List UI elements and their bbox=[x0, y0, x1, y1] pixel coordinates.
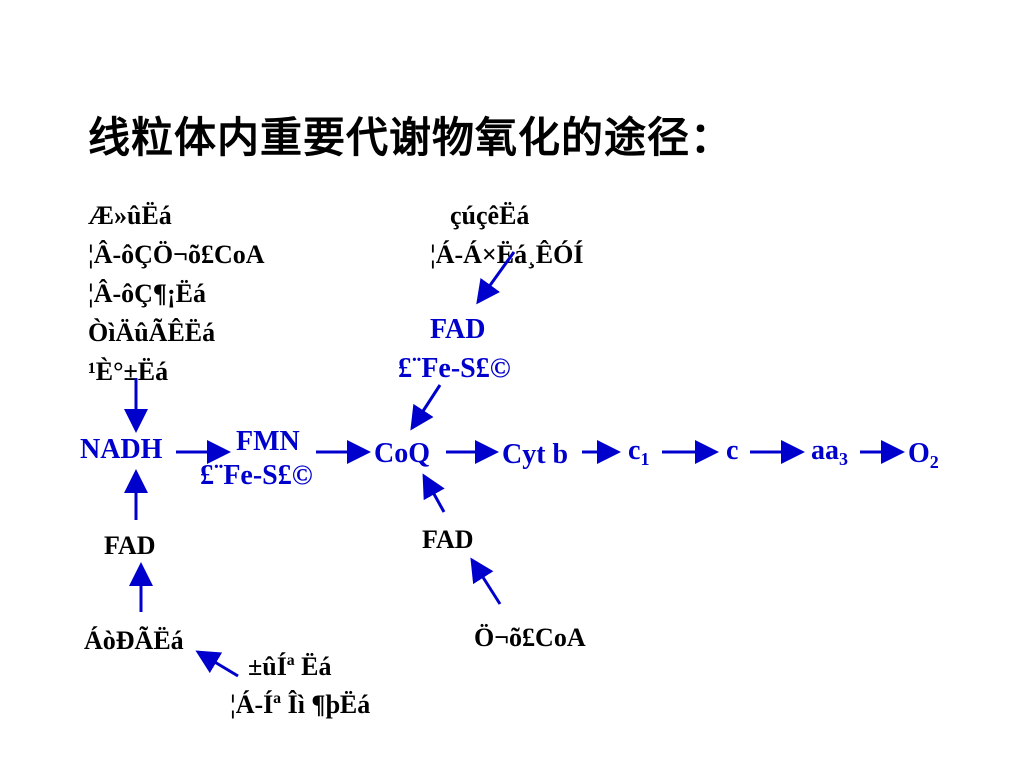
fad-bottom-right-label: FAD bbox=[422, 525, 474, 554]
left-substrate-4: ÒìÄûÃÊËá bbox=[88, 318, 216, 347]
arrow-bottom-center-to-substrate-left bbox=[195, 650, 239, 678]
chain-c1: c1 bbox=[628, 435, 650, 469]
chain-c1-main: c bbox=[628, 435, 641, 466]
substrate-bottom-left: ÁòÐÃËá bbox=[84, 626, 184, 655]
left-substrate-2: ¦Â-ôÇÖ¬õ£CoA bbox=[88, 240, 265, 269]
page-title: 线粒体内重要代谢物氧化的途径： bbox=[88, 113, 734, 162]
arrow-fad-bottom-to-coq bbox=[422, 473, 446, 513]
arrow-fe-s-top-to-coq bbox=[410, 384, 442, 431]
arrow-substrate-to-fad-bottom-right bbox=[470, 557, 502, 605]
right-substrate-1: çúçêËá bbox=[450, 201, 530, 230]
chain-nadh: NADH bbox=[80, 434, 163, 465]
left-substrate-3: ¦Â-ôÇ¶¡Ëá bbox=[88, 279, 206, 308]
chain-coq: CoQ bbox=[374, 438, 430, 469]
chain-fe-s: £¨Fe-S£© bbox=[200, 460, 313, 491]
bottom-center-substrate-2: ¦Á-Íª Îì ¶þËá bbox=[230, 690, 371, 719]
chain-o2: O2 bbox=[908, 438, 939, 472]
left-substrate-1: Æ»ûËá bbox=[88, 201, 172, 230]
chain-o2-main: O bbox=[908, 438, 930, 469]
substrate-bottom-right: Ö¬õ£CoA bbox=[474, 623, 586, 652]
left-substrate-list: Æ»ûËá ¦Â-ôÇÖ¬õ£CoA ¦Â-ôÇ¶¡Ëá ÒìÄûÃÊËá ¹È… bbox=[88, 196, 265, 391]
fad-top-label: FAD bbox=[430, 314, 486, 345]
fad-left-label: FAD bbox=[104, 531, 156, 560]
left-substrate-5: ¹È°±Ëá bbox=[88, 357, 169, 386]
chain-c: c bbox=[726, 435, 739, 466]
arrow-right-substrates-to-fad bbox=[476, 251, 516, 305]
bottom-center-substrate-list: ±ûÍª Ëá ¦Á-Íª Îì ¶þËá bbox=[230, 648, 370, 724]
fe-s-top-label: £¨Fe-S£© bbox=[398, 353, 511, 384]
chain-fmn: FMN bbox=[236, 426, 300, 457]
bottom-center-substrate-1: ±ûÍª Ëá bbox=[248, 652, 332, 681]
chain-o2-sub: 2 bbox=[929, 452, 939, 472]
chain-aa3: aa3 bbox=[811, 435, 848, 469]
chain-cytb: Cyt b bbox=[502, 439, 569, 470]
chain-aa3-main: aa bbox=[811, 435, 839, 466]
chain-c1-sub: 1 bbox=[640, 449, 650, 469]
chain-aa3-sub: 3 bbox=[839, 449, 848, 469]
